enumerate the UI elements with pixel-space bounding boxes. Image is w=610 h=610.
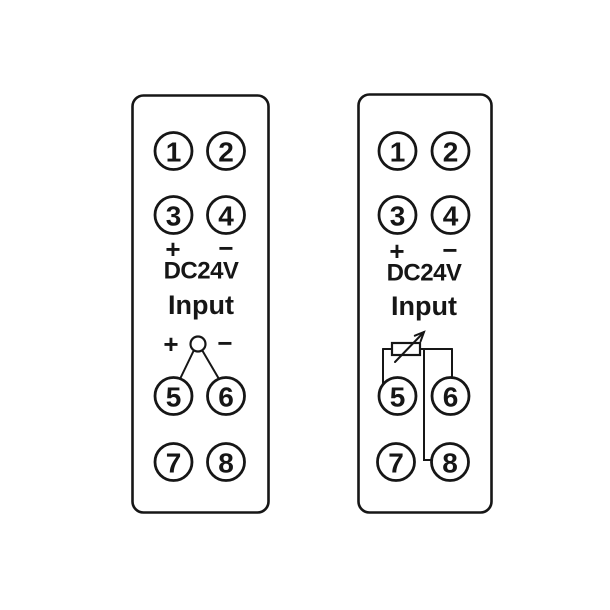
terminal-circle xyxy=(377,195,418,235)
wire-node-to-terminal5 xyxy=(179,349,195,380)
terminal-number: 4 xyxy=(443,201,459,232)
supply-voltage-label: DC24V xyxy=(387,260,462,287)
terminal-circle xyxy=(377,376,418,416)
terminal-number: 5 xyxy=(390,382,406,413)
panel-left: 1 2 3 4 + − DC24V Input + xyxy=(131,94,270,514)
panel-right-outline xyxy=(357,93,493,514)
terminal-circle xyxy=(153,442,194,482)
terminal-number: 7 xyxy=(166,448,182,479)
terminal-circle xyxy=(153,195,194,235)
terminal-circle xyxy=(206,195,246,235)
terminal: 3 xyxy=(377,195,418,235)
terminal-circle xyxy=(376,442,416,482)
potentiometer-arrow-shaft xyxy=(394,331,425,363)
supply-minus-label: − xyxy=(218,233,233,263)
supply-voltage-label: DC24V xyxy=(164,258,239,285)
terminal-circle xyxy=(206,376,246,416)
terminal-circle xyxy=(430,131,471,171)
input-plus-label: + xyxy=(163,329,178,359)
input-minus-label: − xyxy=(217,328,232,358)
terminal: 3 xyxy=(153,195,194,235)
terminal: 4 xyxy=(430,195,471,235)
terminal-number: 2 xyxy=(443,137,459,168)
terminal-number: 1 xyxy=(166,137,182,168)
terminal-circle xyxy=(430,195,471,235)
terminal: 6 xyxy=(430,376,471,416)
potentiometer-icon xyxy=(382,330,453,461)
terminal: 1 xyxy=(377,131,418,171)
terminal-number: 5 xyxy=(166,382,182,413)
wire-node-to-terminal6 xyxy=(201,349,220,380)
terminal: 4 xyxy=(206,195,246,235)
panel-right: 1 2 3 4 + − DC24V Input xyxy=(357,93,493,514)
input-label: Input xyxy=(391,291,457,321)
terminal-circle xyxy=(206,131,246,171)
terminal-circle xyxy=(430,442,470,482)
terminal: 8 xyxy=(430,442,470,482)
terminal-number: 8 xyxy=(442,448,458,479)
terminal-circle xyxy=(153,376,194,416)
terminal: 8 xyxy=(206,442,246,482)
potentiometer-body xyxy=(390,341,422,357)
terminal-number: 2 xyxy=(218,137,234,168)
terminal: 5 xyxy=(377,376,418,416)
wire-pot-to-terminal8 xyxy=(423,348,432,461)
supply-plus-label: + xyxy=(389,236,404,266)
terminal: 2 xyxy=(430,131,471,171)
terminal-circle xyxy=(153,131,194,171)
input-label: Input xyxy=(168,290,234,320)
terminal-number: 3 xyxy=(390,201,406,232)
terminal-circle xyxy=(377,131,418,171)
supply-minus-label: − xyxy=(442,235,457,265)
terminal-circle xyxy=(430,376,471,416)
terminal-number: 8 xyxy=(218,448,234,479)
terminal-number: 1 xyxy=(390,137,406,168)
terminal: 7 xyxy=(376,442,416,482)
terminal-circle xyxy=(206,442,246,482)
terminal: 5 xyxy=(153,376,194,416)
terminal-number: 4 xyxy=(218,201,234,232)
terminal-number: 7 xyxy=(388,448,404,479)
terminal: 2 xyxy=(206,131,246,171)
terminal-number: 3 xyxy=(166,201,182,232)
terminal: 6 xyxy=(206,376,246,416)
terminal: 1 xyxy=(153,131,194,171)
terminal-number: 6 xyxy=(443,382,459,413)
terminal-number: 6 xyxy=(218,382,234,413)
input-source-node-icon: + − xyxy=(163,328,233,380)
source-node-circle xyxy=(189,335,207,353)
potentiometer-arrow-head xyxy=(413,330,426,343)
terminal: 7 xyxy=(153,442,194,482)
panel-left-outline xyxy=(131,94,270,514)
supply-plus-label: + xyxy=(165,234,180,264)
